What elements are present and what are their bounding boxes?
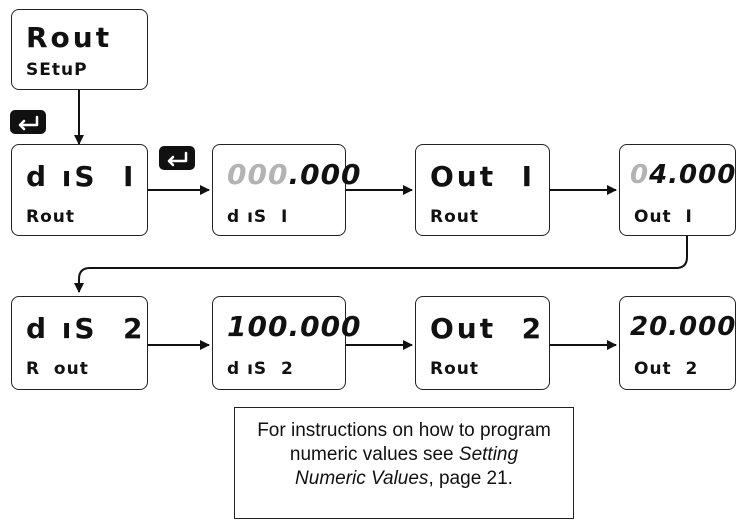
display-dis1: d ıS I Rout bbox=[11, 144, 148, 236]
display-bottom-text: d ıS I bbox=[227, 207, 289, 227]
lit-digits: 4.000 bbox=[649, 160, 737, 190]
display-top-value: 100.000 bbox=[213, 311, 361, 343]
display-bottom-text: Rout bbox=[430, 207, 479, 227]
arrow-wrap bbox=[74, 236, 688, 293]
display-top-text: Rout bbox=[26, 21, 113, 54]
display-top-value: 000.000 bbox=[213, 158, 361, 191]
lit-digits: 20.000 bbox=[630, 312, 737, 342]
display-bottom-text: SEtuP bbox=[26, 60, 88, 80]
display-bottom-text: R out bbox=[26, 359, 89, 379]
display-top-text: Out I bbox=[430, 160, 536, 193]
lit-digits: .000 bbox=[288, 158, 362, 191]
note-line-3: Numeric Values, page 21. bbox=[235, 467, 573, 491]
display-bottom-text: Out I bbox=[634, 207, 693, 227]
display-dis1-value: 000.000 d ıS I bbox=[212, 144, 361, 236]
display-top-text: Out 2 bbox=[430, 312, 545, 345]
display-top-text: d ıS I bbox=[26, 160, 137, 193]
display-top-value: 04.000 bbox=[620, 159, 735, 191]
display-out1: Out I Rout bbox=[415, 144, 550, 236]
display-rout-setup: Rout SEtuP bbox=[11, 9, 148, 90]
display-top-text: d ıS 2 bbox=[26, 312, 146, 345]
note-line-2: numeric values see Setting bbox=[235, 443, 573, 467]
note-page-ref: , page 21. bbox=[428, 468, 513, 489]
display-dis2: d ıS 2 R out bbox=[11, 296, 148, 390]
note-italic-reference: Numeric Values bbox=[295, 468, 429, 489]
display-bottom-text: Rout bbox=[26, 207, 75, 227]
dim-digits: 0 bbox=[630, 160, 650, 190]
display-dis2-value: 100.000 d ıS 2 bbox=[212, 296, 361, 390]
instruction-note: For instructions on how to program numer… bbox=[234, 407, 574, 519]
enter-key-icon bbox=[10, 110, 46, 134]
enter-key-icon bbox=[159, 146, 195, 170]
lit-digits: 100.000 bbox=[227, 310, 362, 343]
display-bottom-text: Rout bbox=[430, 359, 479, 379]
note-line-1: For instructions on how to program bbox=[257, 420, 551, 441]
dim-digits: 000 bbox=[227, 158, 289, 191]
display-out2-value: 20.000 Out 2 bbox=[619, 296, 736, 390]
display-top-value: 20.000 bbox=[620, 311, 735, 343]
display-bottom-text: d ıS 2 bbox=[227, 359, 294, 379]
note-text: numeric values see bbox=[289, 444, 454, 465]
display-out1-value: 04.000 Out I bbox=[619, 144, 736, 236]
display-out2: Out 2 Rout bbox=[415, 296, 550, 390]
display-bottom-text: Out 2 bbox=[634, 359, 699, 379]
note-italic-reference: Setting bbox=[458, 444, 519, 465]
